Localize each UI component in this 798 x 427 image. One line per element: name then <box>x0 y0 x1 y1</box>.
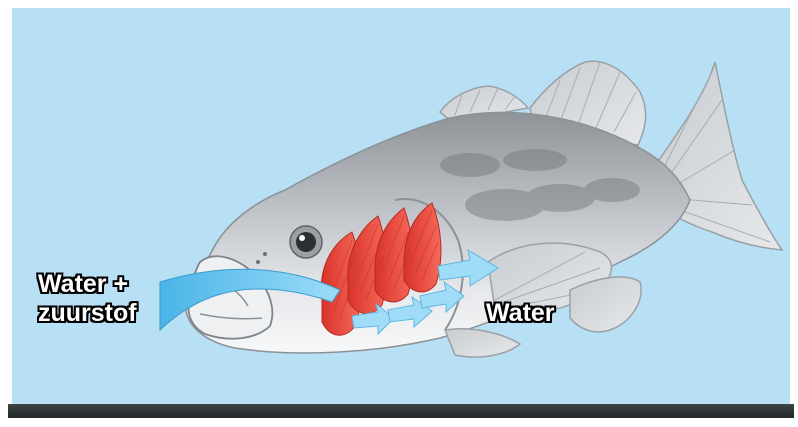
ventral-fin <box>445 329 520 357</box>
label-in-line1: Water + <box>38 270 137 299</box>
label-water-oxygen-in: Water + zuurstof <box>38 270 137 328</box>
label-water-out: Water <box>486 299 555 328</box>
label-in-line2: zuurstof <box>38 299 137 328</box>
anal-fin <box>570 277 641 332</box>
fish-eye <box>290 226 322 258</box>
